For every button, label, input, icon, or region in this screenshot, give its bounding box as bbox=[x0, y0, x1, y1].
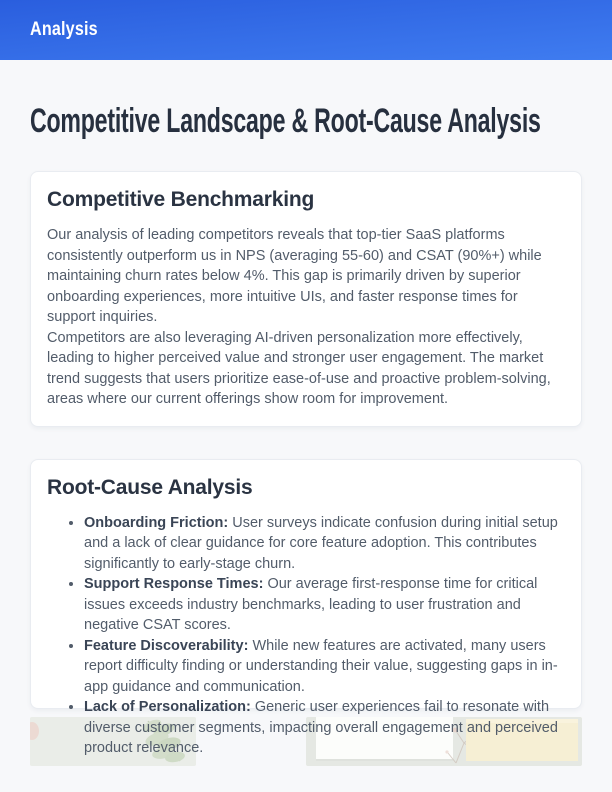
bullet-text: While new features are activated, many u… bbox=[84, 637, 558, 695]
photo-row bbox=[30, 716, 582, 766]
bullet-label: Feature Discoverability: bbox=[84, 637, 249, 654]
faded-stationery-photo bbox=[306, 716, 582, 766]
bullet-item: Support Response Times: Our average firs… bbox=[84, 574, 565, 636]
card-heading-root-cause: Root-Cause Analysis bbox=[47, 475, 253, 499]
header-title: Analysis bbox=[30, 19, 98, 40]
bullet-label: Support Response Times: bbox=[84, 576, 264, 592]
bullet-text: Our average first-response time for crit… bbox=[84, 576, 538, 633]
bullet-text: Generic user experiences fail to resonat… bbox=[84, 699, 558, 756]
card-heading-benchmarking: Competitive Benchmarking bbox=[47, 188, 315, 211]
bullet-item: Onboarding Friction: User surveys indica… bbox=[84, 513, 565, 575]
root-cause-analysis-card: Root-Cause Analysis Onboarding Friction:… bbox=[30, 458, 582, 756]
report-page: Competitive Landscape & Root-Cause Analy… bbox=[0, 104, 612, 766]
competitive-benchmarking-card: Competitive Benchmarking Our analysis of… bbox=[30, 171, 582, 427]
stationery-illustration bbox=[306, 716, 582, 766]
bullet-text: User surveys indicate confusion during i… bbox=[84, 514, 558, 572]
benchmarking-paragraph-2: Competitors are also leveraging AI-drive… bbox=[47, 329, 551, 408]
bullet-item: Lack of Personalization: Generic user ex… bbox=[84, 697, 565, 759]
bullet-label: Lack of Personalization: bbox=[84, 699, 251, 715]
leaf-illustration bbox=[30, 716, 196, 766]
bullet-item: Feature Discoverability: While new featu… bbox=[84, 636, 565, 698]
header-bar: Analysis bbox=[0, 0, 612, 60]
faded-leaf-photo bbox=[30, 716, 196, 766]
page-title: Competitive Landscape & Root-Cause Analy… bbox=[30, 102, 541, 140]
root-cause-bullet-list: Onboarding Friction: User surveys indica… bbox=[47, 513, 565, 759]
benchmarking-paragraph-1: Our analysis of leading competitors reve… bbox=[47, 227, 542, 325]
bullet-label: Onboarding Friction: bbox=[84, 514, 229, 531]
